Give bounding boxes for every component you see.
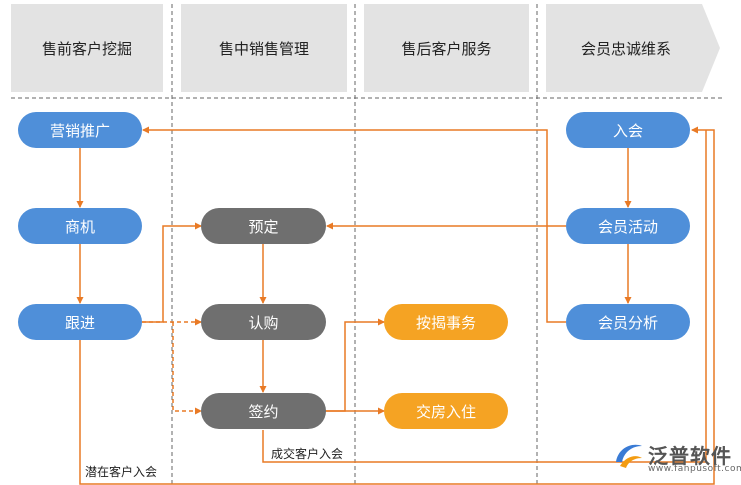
node-member-analysis: 会员分析 [566,304,690,340]
arrow-analysis-to-marketing [142,126,566,323]
stage-header-loyalty: 会员忠诚维系 [580,39,671,58]
brand-logo: 泛普软件 www.fanpusoft.com [612,440,741,476]
logo-url: www.fanpusoft.com [648,464,741,474]
node-membership: 入会 [566,112,690,148]
node-member-activity: 会员活动 [566,208,690,244]
stage-header-presale: 售前客户挖掘 [11,4,163,92]
arrow-followup-to-signing [172,322,202,415]
arrow-deal-member-join [262,130,707,463]
node-reservation: 预定 [201,208,326,244]
stage-header-aftersale: 售后客户服务 [364,4,529,92]
node-mortgage: 按揭事务 [384,304,508,340]
stage-header-loyalty-chevron [546,4,720,92]
stage-header-insale: 售中销售管理 [181,4,347,92]
node-subscription: 认购 [201,304,326,340]
node-followup: 跟进 [18,304,142,340]
label-potential-member-join: 潜在客户入会 [85,465,158,479]
node-opportunity: 商机 [18,208,142,244]
logo-icon [616,444,642,468]
logo-name: 泛普软件 [648,444,732,468]
label-deal-member-join: 成交客户入会 [271,447,344,461]
node-signing: 签约 [201,393,326,429]
node-handover: 交房入住 [384,393,508,429]
node-marketing: 营销推广 [18,112,142,148]
